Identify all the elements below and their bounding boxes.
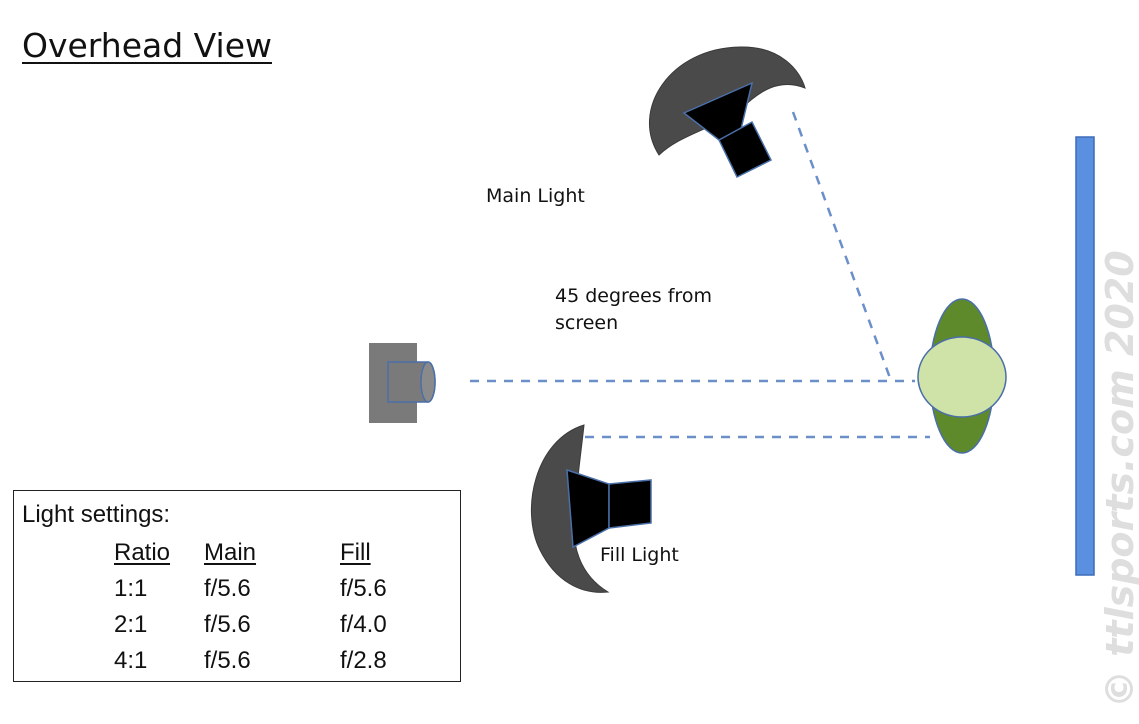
subject-icon	[917, 298, 1007, 454]
main-cell: f/5.6	[204, 647, 251, 674]
settings-table: Ratio Main Fill 1:1 f/5.6 f/5.6 2:1 f/5.…	[114, 535, 430, 679]
table-row: 4:1 f/5.6 f/2.8	[114, 643, 430, 679]
angle-label-line2: screen	[555, 312, 619, 334]
table-row: 2:1 f/5.6 f/4.0	[114, 607, 430, 643]
main-light-path	[791, 111, 892, 379]
fill-light-icon	[530, 424, 652, 593]
main-cell: f/5.6	[204, 611, 251, 638]
ratio-cell: 4:1	[114, 647, 148, 674]
column-header-ratio: Ratio	[114, 539, 171, 566]
main-cell: f/5.6	[204, 575, 251, 602]
background-screen	[1075, 136, 1095, 576]
column-header-fill: Fill	[340, 539, 371, 566]
fill-light-label: Fill Light	[600, 544, 679, 566]
light-paths	[470, 111, 930, 439]
ratio-cell: 2:1	[114, 611, 148, 638]
table-header-row: Ratio Main Fill	[114, 535, 430, 571]
watermark: © ttlsports.com 2020	[1098, 250, 1139, 708]
camera-icon	[369, 343, 436, 423]
light-settings-box: Light settings: Ratio Main Fill 1:1 f/5.…	[13, 490, 461, 682]
page-title: Overhead View	[22, 26, 272, 65]
fill-cell: f/2.8	[340, 647, 387, 674]
main-light-label: Main Light	[486, 185, 585, 207]
fill-cell: f/5.6	[340, 575, 387, 602]
fill-cell: f/4.0	[340, 611, 387, 638]
angle-label-line1: 45 degrees from	[555, 285, 712, 307]
table-row: 1:1 f/5.6 f/5.6	[114, 571, 430, 607]
main-light-icon	[649, 46, 806, 179]
ratio-cell: 1:1	[114, 575, 148, 602]
column-header-main: Main	[204, 539, 257, 566]
settings-heading: Light settings:	[22, 501, 171, 528]
